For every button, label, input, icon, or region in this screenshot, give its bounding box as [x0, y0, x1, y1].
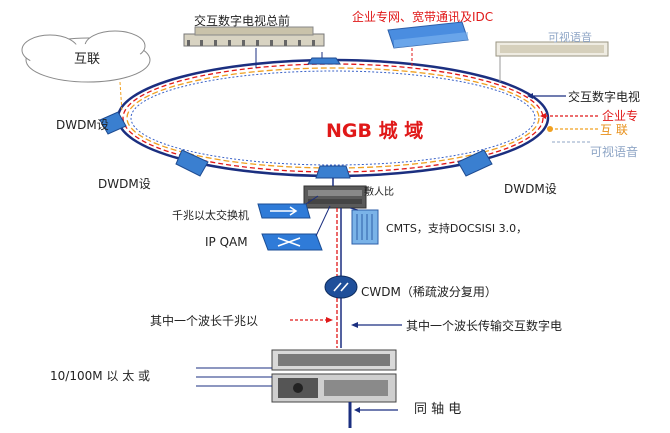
wave-right-label: 其中一个波长传输交互数字电 [406, 319, 563, 333]
right-connection-arrows [527, 93, 598, 143]
access-node-equipment [271, 349, 397, 403]
cloud-label: 互联 [74, 52, 101, 67]
dwdm-lower-left-label: DWDM设 [98, 177, 151, 191]
top-center-label: 交互数字电视总前 [194, 14, 291, 28]
dwdm-device-left [99, 111, 127, 135]
digital-tv-headend-building [183, 26, 325, 47]
dwdm-device-top [307, 57, 341, 65]
top-right-building-label: 可视语音 [548, 31, 592, 44]
right-label-internet: 互 联 [600, 123, 628, 137]
core-router [303, 185, 367, 209]
internet-cloud [21, 30, 151, 83]
right-label-digital-tv: 交互数字电视 [568, 90, 641, 104]
ethernet-lines [196, 367, 272, 387]
wave-left-label: 其中一个波长千兆以 [150, 314, 259, 328]
ethernet-label: 10/100M 以 太 或 [50, 369, 151, 383]
dwdm-device-lower-left [175, 149, 209, 177]
dwdm-device-bottom [315, 165, 351, 179]
dwdm-lower-right-label: DWDM设 [504, 182, 557, 196]
enterprise-network-building [387, 21, 469, 49]
right-label-enterprise: 企业专 [602, 109, 639, 123]
wavelength-arrows [290, 317, 402, 328]
ip-qam-device [261, 233, 323, 251]
gigabit-ethernet-switch [257, 203, 311, 219]
gigabit-switch-label: 千兆以太交换机 [172, 209, 249, 222]
ring-title: NGB 城 域 [326, 120, 424, 142]
node-small-label: 敷人比 [364, 187, 394, 198]
coax-label: 同 轴 电 [414, 402, 462, 417]
video-voice-building [495, 41, 609, 57]
cmts-label: CMTS，支持DOCSISI 3.0， [386, 222, 528, 235]
cmts-device [351, 209, 379, 245]
right-label-video-voice: 可视语音 [590, 145, 639, 159]
cwdm-icon [324, 275, 358, 299]
cwdm-label: CWDM（稀疏波分复用） [361, 285, 497, 299]
dwdm-device-lower-right [457, 149, 493, 177]
top-right-label: 企业专网、宽带通讯及IDC [352, 10, 494, 24]
ipqam-label: IP QAM [205, 235, 248, 249]
dwdm-left-label: DWDM设 [56, 118, 109, 132]
